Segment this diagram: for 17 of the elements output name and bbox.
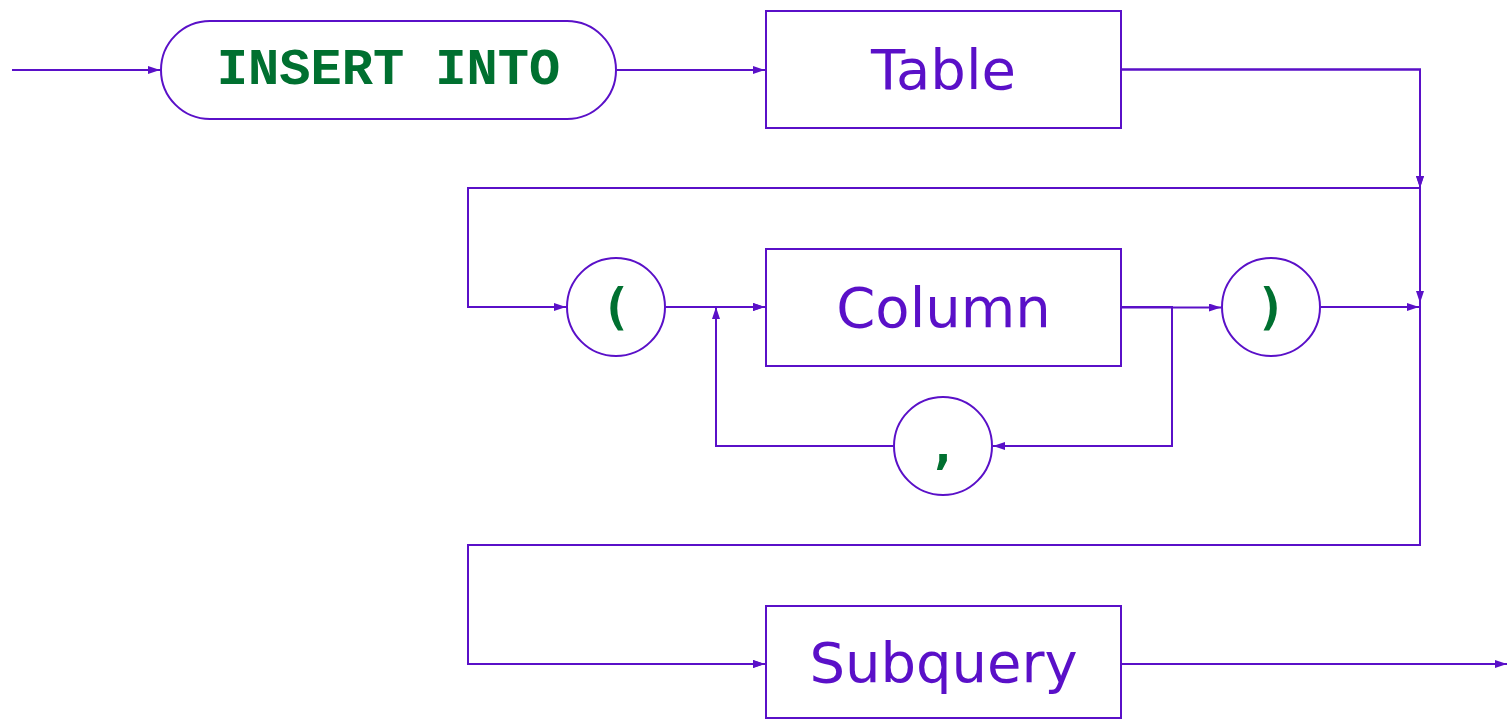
connector-arrow: [1121, 303, 1222, 312]
connector-arrow: [616, 66, 766, 74]
nonterminal-label: Table: [871, 37, 1016, 102]
keyword-label: ,: [927, 417, 959, 475]
keyword-label: ): [1255, 278, 1287, 336]
nonterminal-label: Column: [836, 275, 1051, 340]
keyword-label: INSERT INTO: [216, 40, 561, 100]
connector-arrow: [467, 303, 1421, 668]
connector-arrow: [1121, 660, 1507, 668]
nonterminal-box: [765, 605, 1122, 719]
connector-arrow: [992, 306, 1173, 450]
nonterminal-label: Subquery: [809, 629, 1078, 695]
nonterminal-box: [765, 248, 1122, 367]
connector-arrow: [11, 66, 161, 74]
connector-arrow: [712, 303, 894, 447]
nonterminal-box: [765, 10, 1122, 129]
keyword-label: (: [600, 278, 632, 336]
